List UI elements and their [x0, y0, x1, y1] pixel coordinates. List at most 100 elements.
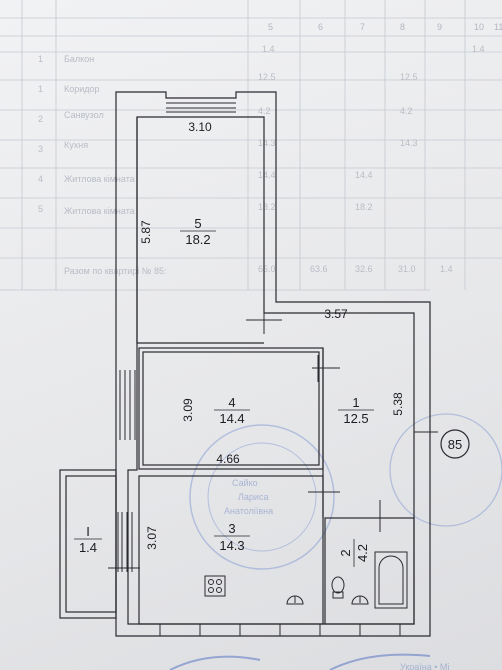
- stamp-line: Анатоліївна: [224, 506, 273, 516]
- stove-icon: [204, 575, 226, 597]
- table-total-value: 65.0: [258, 264, 276, 274]
- table-cell-name: Балкон: [64, 54, 94, 64]
- balcony-inner-outline: [65, 475, 117, 613]
- window-left-room4: [119, 370, 136, 440]
- table-cell-name: Житлова кімната: [64, 174, 135, 184]
- table-cell-name: Житлова кімната: [64, 206, 135, 216]
- room-3-wall: [138, 475, 324, 625]
- bathtub-icon: [374, 551, 408, 609]
- table-cell-living: 14.4: [355, 170, 373, 180]
- table-row: 5 Житлова кімната 18.2 18.2: [38, 202, 373, 216]
- table-header-number: 8: [400, 22, 405, 32]
- stamp-ring-right: [389, 413, 502, 527]
- apartment-number: 85: [448, 437, 462, 452]
- table-total-value: 63.6: [310, 264, 328, 274]
- stamp-line: Україна • Мі: [400, 662, 449, 670]
- notary-stamp: Сайко Лариса Анатоліївна Україна • Мі: [169, 413, 502, 670]
- table-cell-no: 2: [38, 114, 43, 124]
- toilet-icon: [331, 576, 345, 599]
- table-cell-area: 1.4: [262, 44, 275, 54]
- apartment-number-circle: [440, 429, 470, 459]
- table-cell-no: 4: [38, 174, 43, 184]
- table-row: 4 Житлова кімната 14.4 14.4: [38, 170, 373, 184]
- room-2-number: 2: [338, 549, 353, 556]
- table-cell-name: Кухня: [64, 140, 88, 150]
- room-2-wall: [324, 517, 415, 625]
- room-3-length: 3.07: [145, 526, 159, 550]
- table-header-number: 5: [268, 22, 273, 32]
- table-cell-name: Санвузол: [64, 110, 104, 120]
- inner-wall-line: [127, 116, 415, 625]
- room-5-width: 3.10: [188, 120, 212, 134]
- wall-ticks-bottom: [159, 624, 401, 636]
- room-3-area: 14.3: [219, 538, 244, 553]
- room-5-area: 18.2: [185, 232, 210, 247]
- table-cell-area: 14.3: [258, 138, 276, 148]
- stamp-inner-ring: [207, 442, 317, 552]
- stamp-arc-bottom: [169, 655, 261, 670]
- table-header-number: 10: [474, 22, 484, 32]
- table-header-number: 7: [360, 22, 365, 32]
- table-cell-auxiliary: 12.5: [400, 72, 418, 82]
- table-cell-auxiliary: 4.2: [400, 106, 413, 116]
- table-cell-name: Коридор: [64, 84, 100, 94]
- room-5-wall: [136, 117, 264, 344]
- table-total-label: Разом по квартирі № 85:: [64, 266, 166, 276]
- room-4-width: 4.66: [216, 452, 240, 466]
- room-2-area: 4.2: [355, 544, 370, 562]
- windows: [117, 97, 236, 572]
- stamp-arc-bottom: [329, 653, 431, 670]
- stamp-line: Лариса: [238, 492, 268, 502]
- table-cell-area: 12.5: [258, 72, 276, 82]
- balcony-area: 1.4: [79, 540, 97, 555]
- room-4-number: 4: [228, 395, 235, 410]
- table-cell-living: 18.2: [355, 202, 373, 212]
- room-1-area: 12.5: [343, 411, 368, 426]
- room-1-number: 1: [352, 395, 359, 410]
- table-total-row: Разом по квартирі № 85: 65.0 63.6 32.6 3…: [64, 264, 453, 276]
- table-row: 2 Санвузол 4.2 4.2: [38, 106, 413, 124]
- table-cell-no: 3: [38, 144, 43, 154]
- table-cell-no: 1: [38, 54, 43, 64]
- table-cell-area: 4.2: [258, 106, 271, 116]
- table-row: 1 Балкон 1.4 1.4: [38, 44, 485, 64]
- balcony-number: I: [86, 524, 90, 539]
- table-row: 3 Кухня 14.3 14.3: [38, 138, 418, 154]
- room-4-inner-wall: [142, 351, 320, 466]
- table-cell-auxiliary: 14.3: [400, 138, 418, 148]
- table-cell-no: 5: [38, 204, 43, 214]
- table-total-value: 1.4: [440, 264, 453, 274]
- room-2-label: 2 4.2: [338, 539, 370, 567]
- table-row: 1 Коридор 12.5 12.5: [38, 72, 418, 94]
- room-1-length: 5.38: [391, 392, 405, 416]
- window-left-room3: [117, 512, 133, 572]
- room-3-number: 3: [228, 521, 235, 536]
- table-header-number: 11: [494, 22, 502, 32]
- table-header-number: 9: [437, 22, 442, 32]
- room-1-width: 3.57: [324, 307, 348, 321]
- room-4-length: 3.09: [181, 398, 195, 422]
- table-header-number: 6: [318, 22, 323, 32]
- room-4-area: 14.4: [219, 411, 244, 426]
- bathroom-sink-icon: [351, 595, 369, 605]
- table-cell-balcony: 1.4: [472, 44, 485, 54]
- area-table-rows: 1 Балкон 1.4 1.4 1 Коридор 12.5 12.5 2 С…: [38, 44, 485, 276]
- door-marks: [108, 306, 438, 569]
- area-table-header: 5 6 7 8 9 10 11: [268, 22, 502, 32]
- stamp-outer-ring: [189, 424, 335, 570]
- table-cell-area: 18.2: [258, 202, 276, 212]
- outer-wall: [115, 91, 431, 637]
- kitchen-sink-icon: [286, 595, 304, 605]
- area-table-grid: [0, 0, 502, 291]
- table-total-value: 31.0: [398, 264, 416, 274]
- window-top: [166, 97, 236, 113]
- table-total-value: 32.6: [355, 264, 373, 274]
- plan-walls: [59, 91, 431, 637]
- stamp-line: Сайко: [232, 478, 258, 488]
- table-cell-no: 1: [38, 84, 43, 94]
- room-5-length: 5.87: [139, 220, 153, 244]
- apartment-number-badge: 85: [440, 429, 470, 459]
- table-cell-area: 14.4: [258, 170, 276, 180]
